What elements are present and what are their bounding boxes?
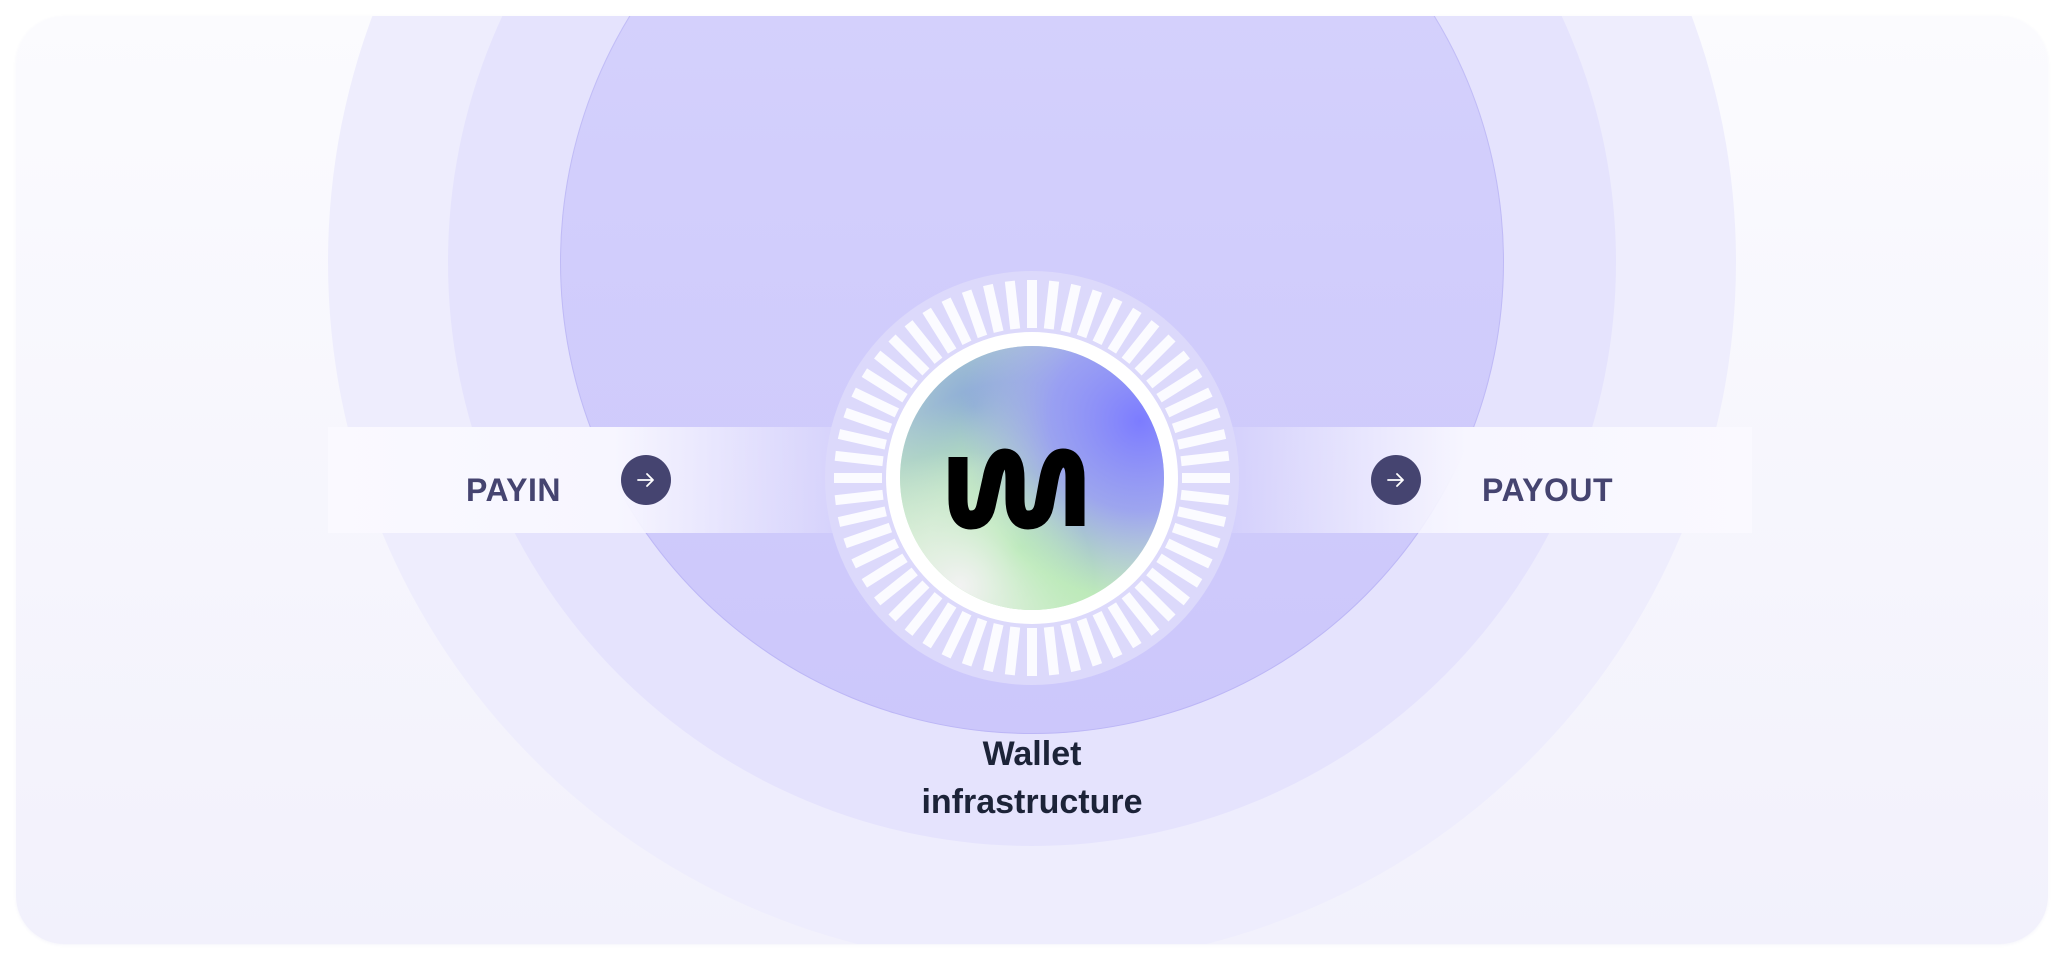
- hub-spoke: [922, 307, 957, 354]
- hub-spoke: [1043, 626, 1060, 676]
- hub-spoke: [1164, 387, 1213, 418]
- payout-arrow-button[interactable]: [1371, 455, 1421, 505]
- hub-spoke: [1121, 592, 1160, 636]
- caption-line-1: Wallet: [982, 735, 1082, 773]
- hub-spoke: [1134, 580, 1176, 622]
- hub-spoke: [1076, 617, 1103, 667]
- hub-spoke: [941, 297, 972, 346]
- hub-spoke: [1076, 289, 1103, 339]
- hub-spoke: [961, 617, 988, 667]
- payout-band: [1232, 427, 1752, 533]
- hub-spoke: [961, 289, 988, 339]
- hub-spoke: [1177, 429, 1227, 450]
- hub-spoke: [834, 450, 884, 467]
- hub-spoke: [904, 592, 943, 636]
- hub-caption: Wallet infrastructure: [832, 730, 1232, 826]
- hub-spoke: [861, 553, 908, 588]
- diagram-card: PAYIN PAYOUT: [16, 16, 2048, 944]
- hub-spoke: [1004, 626, 1021, 676]
- arrow-right-icon: [1387, 473, 1404, 487]
- hub-spoke: [1171, 522, 1221, 549]
- hub-spoke: [851, 538, 900, 569]
- hub-spoke: [1180, 450, 1230, 467]
- payin-band: [328, 427, 848, 533]
- hub-spoke: [1060, 623, 1081, 673]
- hub-spoke: [874, 567, 918, 606]
- payin-arrow-button[interactable]: [621, 455, 671, 505]
- hub-spoke: [843, 407, 893, 434]
- hub-spoke: [1092, 610, 1123, 659]
- hub-spoke: [851, 387, 900, 418]
- arrow-right-icon: [637, 473, 654, 487]
- hub-spoke: [941, 610, 972, 659]
- hub-spoke: [904, 320, 943, 364]
- payout-label: PAYOUT: [1482, 472, 1614, 508]
- hub-spoke: [1156, 553, 1203, 588]
- hub-spoke: [837, 429, 887, 450]
- hub-spoke: [1107, 602, 1142, 649]
- hub-spokes: [834, 280, 1230, 676]
- hub-spoke: [1177, 506, 1227, 527]
- hub-spoke: [843, 522, 893, 549]
- hub-spoke: [1146, 350, 1190, 389]
- hub-spoke: [874, 350, 918, 389]
- hub-spoke: [1107, 307, 1142, 354]
- hub-spoke: [922, 602, 957, 649]
- gradient-orb: [900, 346, 1164, 610]
- hub-spoke: [1146, 567, 1190, 606]
- hub-spoke: [1004, 280, 1021, 330]
- hub-spoke: [1180, 489, 1230, 506]
- hub-spoke: [888, 334, 930, 376]
- hub-spoke: [983, 623, 1004, 673]
- hub-spoke: [1134, 334, 1176, 376]
- hub-spoke: [834, 489, 884, 506]
- hub-spoke: [837, 506, 887, 527]
- caption-line-2: infrastructure: [921, 783, 1143, 821]
- hub-spoke: [861, 368, 908, 403]
- hub-spoke: [1171, 407, 1221, 434]
- hub-spoke: [1164, 538, 1213, 569]
- brand-logo-icon: [948, 448, 1085, 530]
- hub-spoke: [888, 580, 930, 622]
- hub-spoke: [1060, 283, 1081, 333]
- hub-spoke: [1092, 297, 1123, 346]
- hub-spoke: [1156, 368, 1203, 403]
- payin-label: PAYIN: [466, 472, 561, 508]
- hub-spoke: [983, 283, 1004, 333]
- hub-spoke: [1121, 320, 1160, 364]
- wallet-hub: [825, 271, 1239, 685]
- hub-spoke: [1043, 280, 1060, 330]
